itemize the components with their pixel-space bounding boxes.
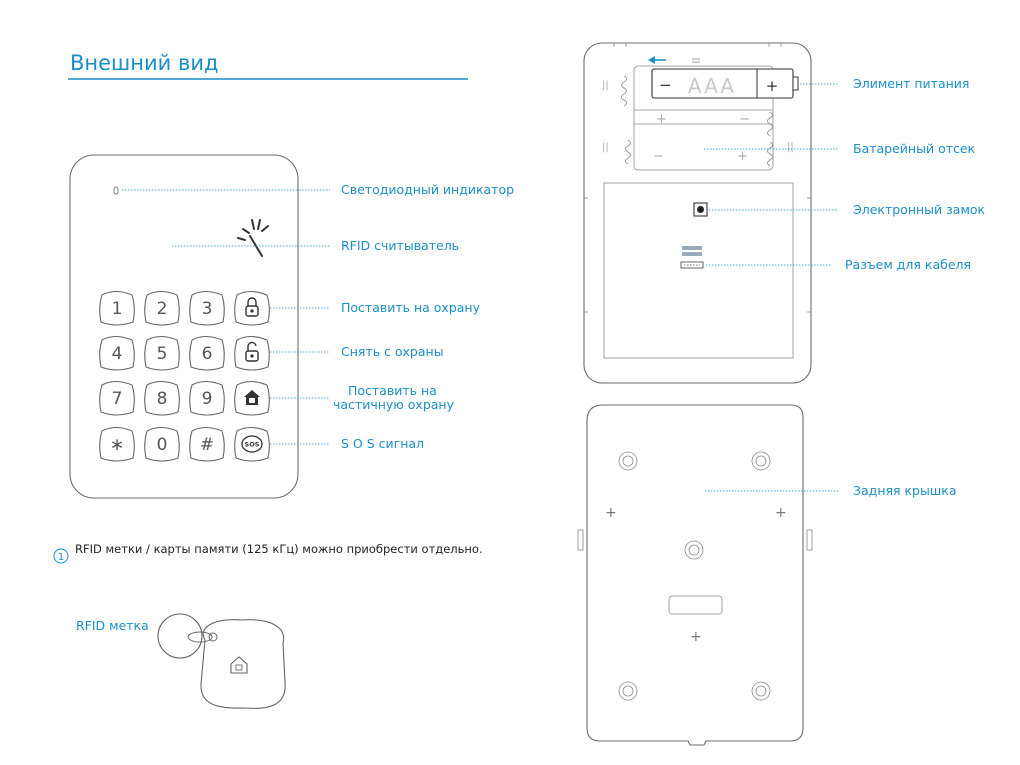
label-battery-compartment: Батарейный отсек <box>853 141 976 156</box>
label-disarm: Снять с охраны <box>341 344 444 359</box>
back-callouts: Задняя крышка <box>705 483 957 498</box>
page-title: Внешний вид <box>70 51 219 75</box>
battery-label: AAA <box>688 74 736 98</box>
keypad-key[interactable]: 9 <box>189 380 225 416</box>
screw-hole <box>684 540 704 560</box>
battery-plus: + <box>766 77 779 95</box>
key-label: 1 <box>112 299 123 319</box>
keypad-key[interactable]: 2 <box>144 290 180 326</box>
note-number: 1 <box>58 552 64 563</box>
pcb-board <box>603 182 794 359</box>
keypad-key[interactable]: 1 <box>99 290 135 326</box>
keypad-key[interactable]: 4 <box>99 335 135 371</box>
cable-slot <box>668 595 723 615</box>
svg-text:−: − <box>653 149 664 164</box>
key-label: SOS <box>245 441 260 449</box>
label-led: Светодиодный индикатор <box>341 182 514 197</box>
keypad-body <box>69 154 299 499</box>
note-number-badge <box>53 548 69 564</box>
keypad-key[interactable]: 7 <box>99 380 135 416</box>
svg-text:+: + <box>656 112 667 127</box>
svg-text:+: + <box>690 629 702 645</box>
label-tamper-lock: Электронный замок <box>853 202 986 217</box>
key-label: 5 <box>157 344 168 364</box>
keypad-key[interactable]: 3 <box>189 290 225 326</box>
key-label: 2 <box>157 299 168 319</box>
home-icon <box>244 390 260 405</box>
key-label: 3 <box>202 299 213 319</box>
label-sos: S O S сигнал <box>341 436 424 451</box>
note: 1 RFID метки / карты памяти (125 кГц) мо… <box>53 542 483 564</box>
key-label: 7 <box>112 389 123 409</box>
screw-hole <box>751 451 771 471</box>
rfid-tag-illustration: RFID метка <box>76 613 286 709</box>
lock-closed-icon <box>245 297 259 317</box>
key-label: 9 <box>202 389 213 409</box>
label-partial-arm-line1: Поставить на <box>348 383 437 398</box>
label-cable-connector: Разъем для кабеля <box>845 257 971 272</box>
svg-text:+: + <box>605 505 617 521</box>
svg-text:+: + <box>775 505 787 521</box>
keypad-key[interactable]: 0 <box>144 426 180 462</box>
inside-housing <box>583 42 812 384</box>
label-back-cover: Задняя крышка <box>853 483 957 498</box>
keypad-key[interactable]: # <box>189 426 225 462</box>
key-label: 8 <box>157 389 168 409</box>
key-label: # <box>200 435 214 455</box>
key-ring <box>187 631 213 643</box>
rfid-card <box>157 613 203 659</box>
fob-hole <box>208 632 218 642</box>
key-label: ∗ <box>110 435 124 455</box>
spring-icon <box>767 141 773 167</box>
lock-open-icon <box>245 341 259 362</box>
keypad-key[interactable] <box>234 335 270 371</box>
front-callouts: Светодиодный индикатор RFID считыватель … <box>122 182 514 451</box>
inside-callouts: Элимент питания Батарейный отсек Электро… <box>704 76 986 272</box>
keypad-key[interactable]: 6 <box>189 335 225 371</box>
label-arm: Поставить на охрану <box>341 300 481 315</box>
svg-text:||: || <box>787 142 794 153</box>
key-label: 6 <box>202 344 213 364</box>
svg-text:−: − <box>739 112 750 127</box>
note-text: RFID метки / карты памяти (125 кГц) можн… <box>75 542 483 556</box>
spring-icon <box>621 75 627 107</box>
back-cover-body <box>586 404 804 746</box>
tamper-switch <box>693 202 708 217</box>
keypad-front: 1 2 3 4 5 6 7 8 9 ∗ 0 # SOS <box>69 154 299 499</box>
battery-minus: − <box>659 76 672 94</box>
spring-icon <box>767 111 773 137</box>
spring-icon <box>625 139 631 165</box>
keypad-key[interactable]: 8 <box>144 380 180 416</box>
sos-icon <box>241 435 263 453</box>
battery-compartment: + − − + || || || <box>602 65 794 171</box>
screw-hole <box>618 681 638 701</box>
fob-home-icon <box>230 656 248 674</box>
keypad-key[interactable] <box>234 290 270 326</box>
svg-text:+: + <box>737 149 748 164</box>
aaa-battery: − AAA + <box>651 68 799 99</box>
key-label: 0 <box>157 435 168 455</box>
arrow-left-icon <box>648 56 666 64</box>
label-rfid-reader: RFID считыватель <box>341 238 459 253</box>
led-indicator <box>113 186 119 195</box>
keypad-key[interactable]: ∗ <box>99 426 135 462</box>
rfid-reader-icon <box>237 219 269 257</box>
back-cover: + + + <box>577 404 813 746</box>
screw-hole <box>751 681 771 701</box>
keypad-key[interactable]: SOS <box>234 426 270 462</box>
svg-text:||: || <box>602 80 609 91</box>
screw-hole <box>618 451 638 471</box>
svg-text:||: || <box>602 142 609 153</box>
keypad-key[interactable] <box>234 380 270 416</box>
keypad-key[interactable]: 5 <box>144 335 180 371</box>
key-label: 4 <box>112 344 123 364</box>
cable-connector <box>680 246 704 269</box>
inside-view: + − − + || || || − AAA + <box>583 42 812 384</box>
label-rfid-tag: RFID метка <box>76 618 149 633</box>
label-partial-arm-line2: частичную охрану <box>333 397 455 412</box>
rfid-fob <box>200 619 286 709</box>
label-power-cell: Элимент питания <box>853 76 969 91</box>
